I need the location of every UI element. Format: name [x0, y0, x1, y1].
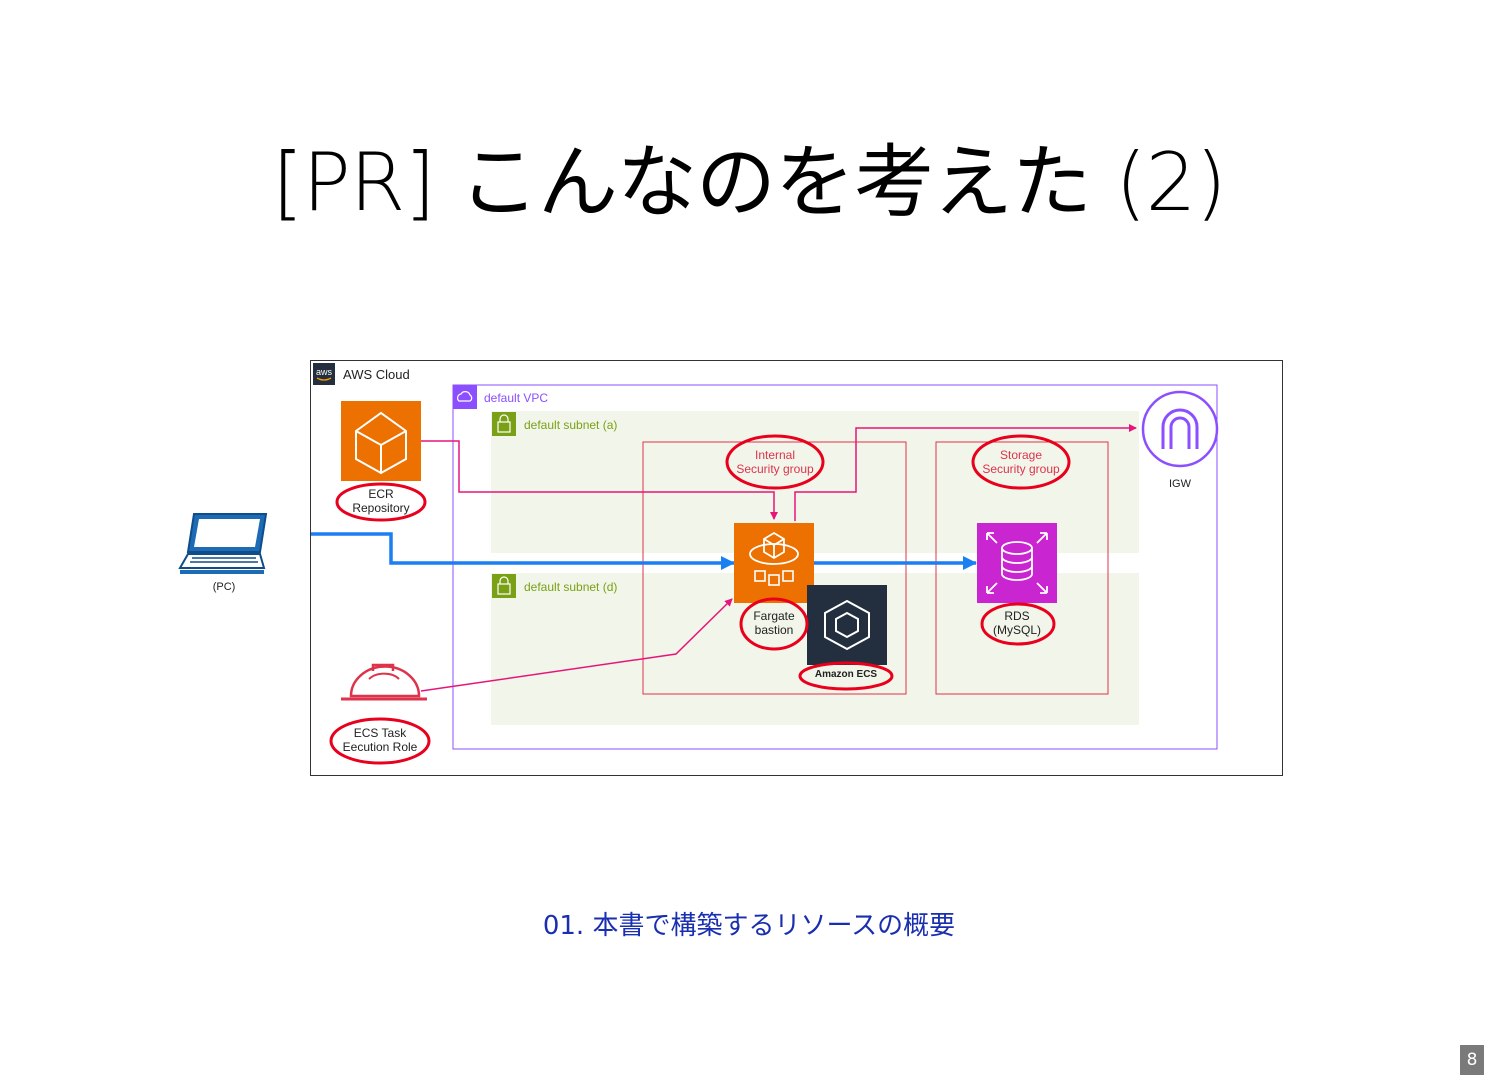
ecr-highlight — [335, 482, 427, 522]
aws-cloud-label: AWS Cloud — [343, 367, 410, 382]
storage-security-group — [935, 441, 1109, 695]
storage-sg-label: Storage Security group — [982, 448, 1060, 476]
subnet-d-label: default subnet (d) — [524, 580, 618, 594]
role-label: ECS Task Eecution Role — [342, 726, 418, 754]
subnet-a-label: default subnet (a) — [524, 418, 618, 432]
ecs-highlight — [798, 661, 894, 691]
aws-logo-icon: aws — [313, 363, 335, 385]
ecr-label: ECR Repository — [352, 487, 410, 515]
ecr-to-fargate-arrow — [421, 440, 778, 520]
fargate-label: Fargate bastion — [753, 609, 795, 637]
subnet-a-lock-icon — [492, 412, 516, 436]
vpc-icon — [453, 385, 477, 409]
role-to-fargate-arrow — [420, 598, 733, 692]
architecture-diagram: aws — [310, 360, 1283, 776]
internal-sg-highlight — [725, 434, 825, 490]
internal-sg-label: Internal Security group — [736, 448, 814, 476]
rds-highlight — [980, 602, 1056, 646]
pc-label: (PC) — [212, 581, 236, 593]
amazon-ecs-icon — [807, 585, 887, 665]
rds-label: RDS (MySQL) — [993, 609, 1041, 637]
ecr-repository-icon — [341, 401, 421, 481]
igw-icon — [1141, 390, 1219, 468]
role-highlight — [329, 717, 431, 765]
fargate-bastion-icon — [734, 523, 814, 603]
fargate-highlight — [739, 597, 809, 651]
igw-label: IGW — [1169, 478, 1191, 490]
slide-caption: 01. 本書で構築するリソースの概要 — [542, 911, 956, 941]
storage-sg-highlight — [971, 434, 1071, 490]
fargate-to-igw-arrow — [794, 424, 1137, 521]
rds-mysql-icon — [977, 523, 1057, 603]
page-number: 8 — [1460, 1045, 1484, 1075]
internal-security-group — [642, 441, 907, 695]
slide-title: [PR] こんなのを考えた (2) — [272, 136, 1226, 229]
ecs-label: Amazon ECS — [814, 669, 878, 680]
vpc-boundary — [452, 384, 1218, 750]
vpc-label: default VPC — [484, 391, 549, 405]
pc-to-fargate-arrow — [311, 532, 735, 570]
svg-text:aws: aws — [316, 367, 333, 377]
subnet-d-lock-icon — [492, 574, 516, 598]
helmet-role-icon — [341, 663, 427, 701]
pc-laptop-icon — [178, 510, 270, 578]
